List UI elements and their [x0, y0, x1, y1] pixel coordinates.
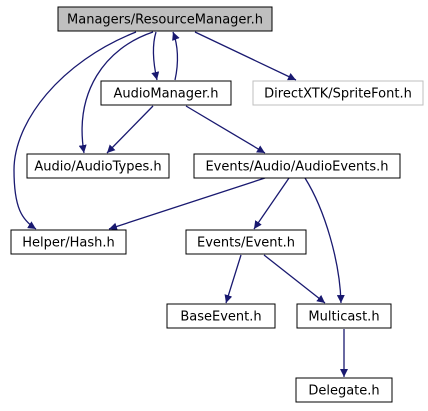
node-label: Events/Event.h: [197, 236, 295, 251]
node-box: [26, 153, 170, 179]
node-label: Audio/AudioTypes.h: [34, 160, 161, 175]
node-audio-events[interactable]: Events/Audio/AudioEvents.h: [193, 153, 401, 179]
edge-resource-manager-to-spritefont: [194, 31, 297, 81]
node-delegate[interactable]: Delegate.h: [295, 377, 393, 403]
node-box: [10, 229, 127, 255]
node-label: Helper/Hash.h: [22, 236, 115, 251]
node-event[interactable]: Events/Event.h: [185, 229, 307, 255]
edge-event-to-base-event: [224, 254, 242, 304]
node-box: [295, 377, 393, 403]
node-label: BaseEvent.h: [180, 310, 261, 325]
node-box: [193, 153, 401, 179]
nodes-layer: Managers/ResourceManager.hAudioManager.h…: [10, 6, 424, 403]
node-label: Multicast.h: [308, 310, 379, 325]
edge-audio-events-to-multicast: [304, 177, 345, 304]
node-box: [296, 303, 392, 329]
node-label: DirectXTK/SpriteFont.h: [264, 87, 412, 102]
edge-audio-events-to-hash: [108, 177, 266, 231]
node-resource-manager[interactable]: Managers/ResourceManager.h: [57, 6, 273, 32]
node-base-event[interactable]: BaseEvent.h: [166, 303, 276, 329]
node-audio-types[interactable]: Audio/AudioTypes.h: [26, 153, 170, 179]
node-audio-manager[interactable]: AudioManager.h: [100, 80, 232, 106]
node-box: [166, 303, 276, 329]
node-multicast[interactable]: Multicast.h: [296, 303, 392, 329]
node-label: AudioManager.h: [113, 87, 218, 102]
edge-audio-manager-to-audio-events: [185, 105, 266, 154]
node-box: [57, 6, 273, 32]
edge-audio-manager-to-resource-manager: [172, 31, 180, 81]
node-box: [100, 80, 232, 106]
node-box: [185, 229, 307, 255]
edge-event-to-multicast: [263, 254, 326, 304]
edges-layer: [13, 31, 348, 377]
edge-audio-events-to-event: [253, 177, 290, 230]
node-label: Managers/ResourceManager.h: [67, 13, 263, 28]
node-label: Events/Audio/AudioEvents.h: [205, 160, 388, 175]
edge-resource-manager-to-audio-manager: [151, 31, 160, 81]
edge-resource-manager-to-hash: [13, 31, 137, 230]
edge-audio-manager-to-audio-types: [106, 105, 154, 154]
node-box: [252, 80, 424, 106]
node-hash[interactable]: Helper/Hash.h: [10, 229, 127, 255]
edge-resource-manager-to-audio-types: [78, 31, 154, 154]
node-spritefont: DirectXTK/SpriteFont.h: [252, 80, 424, 106]
node-label: Delegate.h: [308, 384, 379, 399]
